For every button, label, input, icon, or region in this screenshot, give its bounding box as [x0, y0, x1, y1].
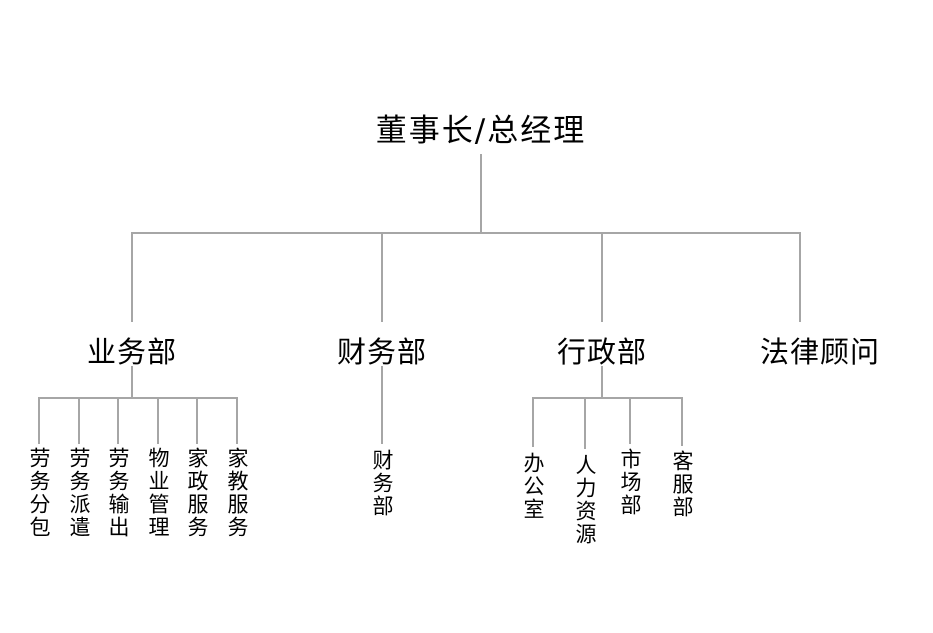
- node-tutoring-service: 家教服务: [225, 447, 249, 539]
- node-housekeeping-service: 家政服务: [185, 447, 209, 539]
- node-property-management: 物业管理: [146, 447, 170, 539]
- node-marketing-dept: 市场部: [618, 448, 642, 517]
- node-admin-dept: 行政部: [556, 335, 647, 369]
- node-legal-advisor: 法律顾问: [759, 335, 880, 369]
- node-customer-service-dept: 客服部: [670, 450, 694, 519]
- node-human-resources: 人力资源: [573, 454, 597, 546]
- node-labor-subcontracting: 劳务分包: [27, 447, 51, 539]
- node-labor-export: 劳务输出: [106, 447, 130, 539]
- node-finance-dept: 财务部: [336, 335, 427, 369]
- node-labor-dispatch: 劳务派遣: [67, 447, 91, 539]
- node-business-dept: 业务部: [86, 335, 177, 369]
- node-office: 办公室: [521, 452, 545, 521]
- node-finance-dept-sub: 财务部: [370, 449, 394, 518]
- node-chairman-general-manager: 董事长/总经理: [375, 113, 587, 149]
